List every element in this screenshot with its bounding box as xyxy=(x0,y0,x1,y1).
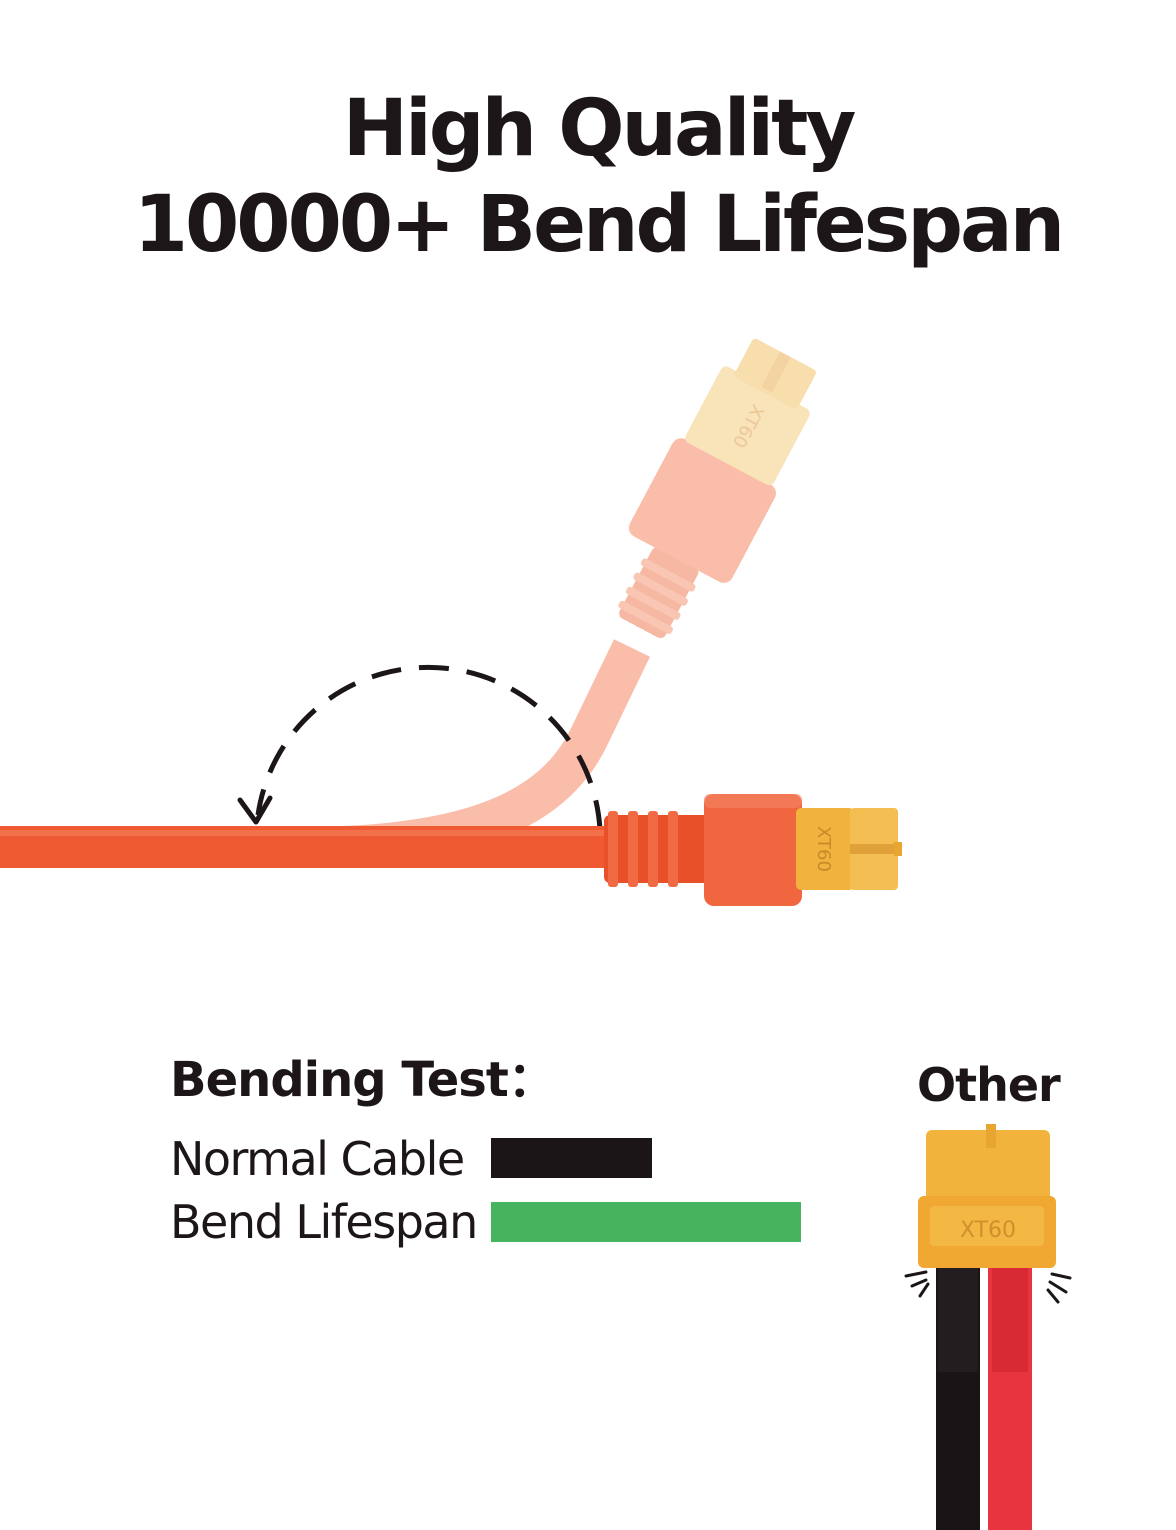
bent-cable-wire xyxy=(0,639,651,867)
bend-lifespan-label: Bend Lifespan xyxy=(170,1195,478,1249)
stress-mark-right-icon xyxy=(1046,1272,1072,1304)
other-connector-marking: XT60 xyxy=(960,1218,1016,1243)
other-label: Other xyxy=(917,1058,1061,1112)
normal-cable-bar xyxy=(491,1138,652,1178)
other-connector: XT60 xyxy=(904,1124,1072,1530)
straight-cable: XT60 xyxy=(0,794,902,906)
headline-subtitle: 10000+ Bend Lifespan xyxy=(133,180,1065,270)
connector-marking: XT60 xyxy=(813,826,834,872)
bend-arc-dashed xyxy=(255,664,603,831)
headline-title: High Quality xyxy=(342,84,857,174)
bend-lifespan-bar xyxy=(491,1202,801,1242)
normal-cable-label: Normal Cable xyxy=(170,1132,465,1186)
headline: High Quality 10000+ Bend Lifespan xyxy=(0,90,1176,264)
bending-test-title: Bending Test： xyxy=(170,1052,556,1108)
bent-cable-ghost: XT60 xyxy=(0,338,816,867)
stress-mark-left-icon xyxy=(904,1270,930,1298)
bend-arrow-icon xyxy=(237,795,273,825)
